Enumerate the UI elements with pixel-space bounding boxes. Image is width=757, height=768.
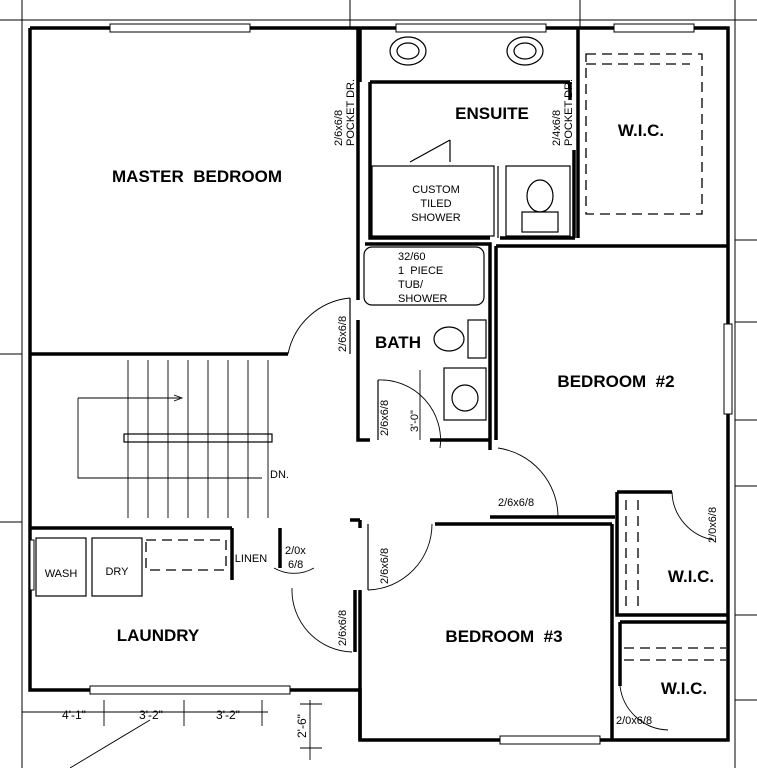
dry-label: DRY [105, 566, 129, 578]
wic-2-label: W.I.C. [668, 567, 714, 586]
dimension-lines [21, 370, 421, 768]
staircase [77, 360, 273, 518]
linen-door-label-1: 2/0x [285, 545, 306, 557]
bath-label: BATH [375, 333, 421, 352]
bedroom-3-label: BEDROOM #3 [445, 627, 562, 646]
bath-clearance-label: 3'-0" [409, 410, 421, 432]
shower-label-3: SHOWER [411, 212, 461, 224]
bedroom-3-door-label: 2/6x6/8 [379, 548, 391, 584]
tub-label-4: SHOWER [398, 293, 448, 305]
windows [29, 23, 733, 745]
dimension-1: 4'-1" [62, 708, 86, 722]
dimension-2: 3'-2" [139, 708, 163, 722]
master-pocket-door-label: 2/6x6/8 [333, 110, 345, 146]
linen-label: LINEN [235, 553, 267, 565]
laundry-label: LAUNDRY [117, 626, 200, 645]
wic-3-label: W.I.C. [661, 679, 707, 698]
dimension-vertical: 2'-6" [295, 714, 309, 738]
wic-1-label: W.I.C. [618, 121, 664, 140]
bath-sink [443, 367, 487, 421]
linen-door-label-2: 6/8 [288, 559, 303, 571]
bedroom-2-wic-door-label: 2/0x6/8 [707, 507, 719, 543]
tub-label-2: 1 PIECE [398, 265, 443, 277]
ensuite-pocket-door-label-2: POCKET DR. [563, 79, 575, 146]
interior-walls [30, 28, 728, 740]
tub-label-1: 32/60 [398, 251, 426, 263]
master-door-label: 2/6x6/8 [337, 316, 349, 352]
closet-shelving [145, 53, 726, 661]
dimension-3: 3'-2" [216, 708, 240, 722]
shower-label-2: TILED [420, 198, 451, 210]
bath-door-label: 2/6x6/8 [379, 400, 391, 436]
master-bedroom-label: MASTER BEDROOM [112, 167, 282, 186]
ensuite-sinks [389, 36, 544, 66]
tub-label-3: TUB/ [398, 279, 424, 291]
laundry-appliances [35, 537, 143, 597]
wash-label: WASH [45, 568, 78, 580]
bedroom-2-label: BEDROOM #2 [557, 372, 674, 391]
ensuite-pocket-door-label: 2/4x6/8 [551, 110, 563, 146]
bedroom-3-wic-door-label: 2/0x6/8 [616, 715, 652, 727]
bedroom-2-door-label: 2/6x6/8 [498, 497, 534, 509]
ensuite-label: ENSUITE [455, 104, 529, 123]
laundry-door-label: 2/6x6/8 [337, 610, 349, 646]
stair-down-label: DN. [270, 469, 289, 481]
door-swings [273, 139, 715, 731]
toilet-icon [433, 179, 559, 359]
master-pocket-door-label-2: POCKET DR. [345, 79, 357, 146]
shower-label-1: CUSTOM [412, 184, 459, 196]
